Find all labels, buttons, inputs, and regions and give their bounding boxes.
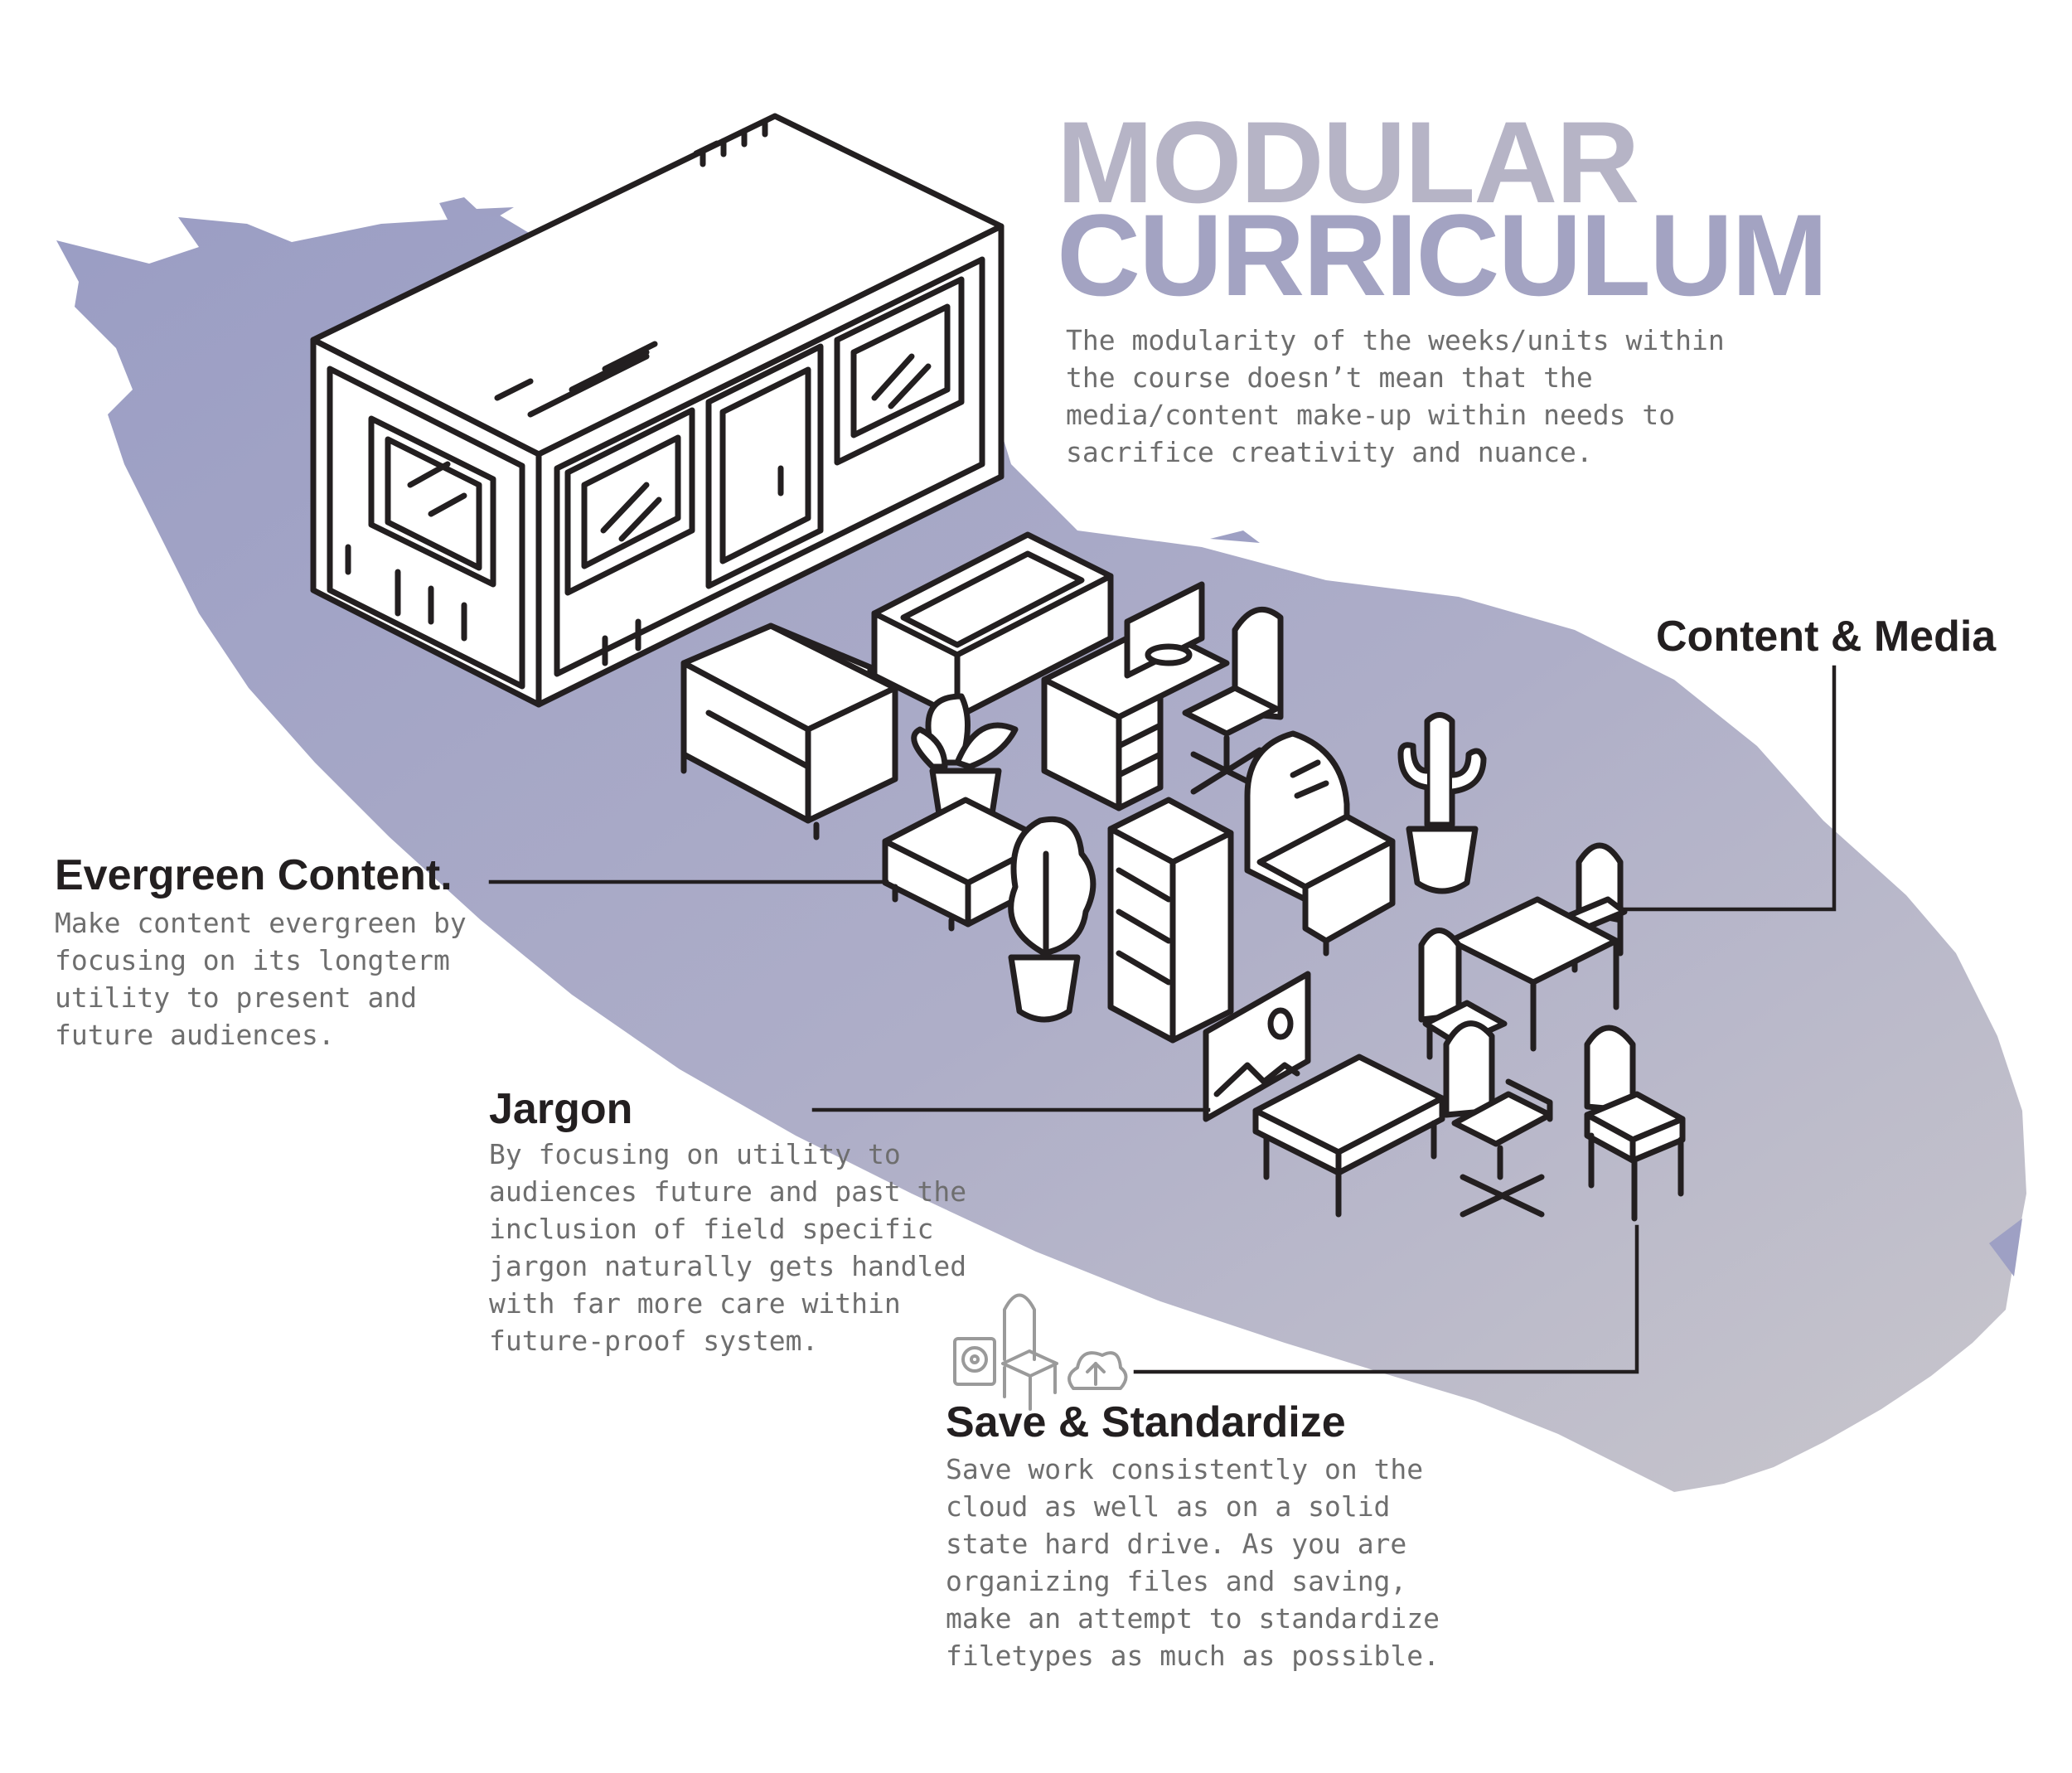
office-chair-icon [1182,607,1284,795]
evergreen-heading: Evergreen Content. [55,851,453,899]
office-chair-icon [1443,1020,1553,1218]
jargon-body: By focusing on utility to audiences futu… [489,1138,967,1357]
cactus-icon [1397,712,1487,894]
evergreen-body: Make content evergreen by focusing on it… [55,907,467,1051]
monitor-icon [1124,581,1205,679]
title-line-2: CURRICULUM [1057,190,1828,320]
save-standardize-heading: Save & Standardize [946,1398,1346,1446]
shipping-container-icon [310,113,1005,708]
dining-chair-icon [1001,1293,1058,1411]
cloud-upload-icon [1067,1351,1128,1390]
dining-chair-icon [1584,1025,1686,1222]
hard-drive-icon [953,1337,996,1386]
armchair-icon [680,622,898,840]
jargon-heading: Jargon [489,1085,633,1133]
sofa-icon [871,531,1114,720]
tree-icon [1008,816,1097,1023]
page-title: MODULAR CURRICULUM [1057,97,1828,320]
save-standardize-body: Save work consistently on the cloud as w… [946,1453,1440,1672]
bookshelf-icon [1107,797,1234,1044]
connector-content-media [1622,665,1837,912]
content-media-heading: Content & Media [1656,613,1997,661]
picture-frame-icon [1203,971,1311,1122]
lounge-chair-icon [1244,730,1396,957]
intro-text: The modularity of the weeks/units within… [1066,324,1725,468]
connector-save [1133,1224,1639,1374]
title-line-1: MODULAR [1057,97,1639,227]
coffee-table-icon [1252,1054,1445,1218]
